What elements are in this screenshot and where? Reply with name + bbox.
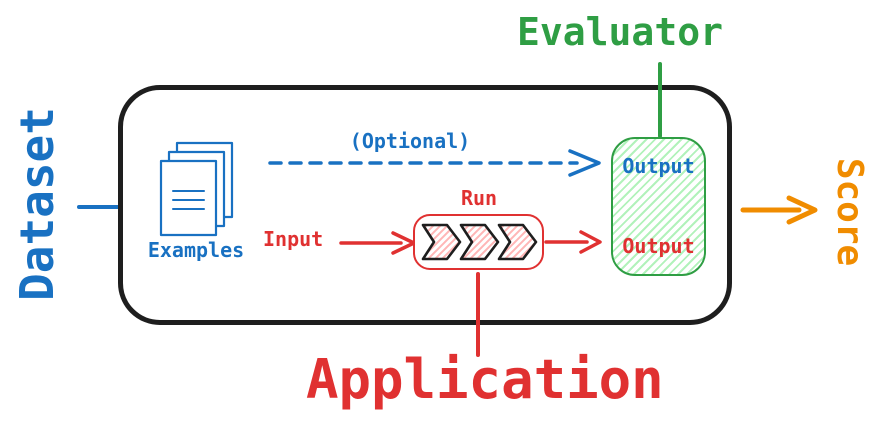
experiment-boundary-box — [118, 85, 732, 325]
score-label: Score — [829, 157, 870, 267]
input-arrow-icon — [339, 231, 416, 255]
run-output-label: Output — [622, 234, 695, 258]
application-label: Application — [306, 348, 664, 411]
application-connector-line — [476, 272, 480, 357]
reference-output-label: Output — [622, 154, 695, 178]
evaluator-connector-line — [658, 62, 662, 138]
dashed-arrow-right-icon — [268, 149, 601, 177]
run-box — [413, 214, 544, 270]
run-output-arrow-icon — [544, 230, 602, 254]
run-label: Run — [460, 186, 498, 210]
documents-stack-icon — [159, 141, 234, 237]
dataset-connector-line — [77, 205, 120, 209]
chevron-pipeline-icon — [421, 223, 538, 261]
input-label: Input — [263, 227, 324, 251]
optional-label: (Optional) — [349, 129, 471, 153]
evaluator-output-box: Output Output — [611, 137, 706, 276]
dataset-label: Dataset — [10, 107, 64, 301]
evaluator-label: Evaluator — [517, 10, 723, 54]
examples-label: Examples — [147, 238, 245, 262]
score-arrow-icon — [740, 195, 818, 225]
